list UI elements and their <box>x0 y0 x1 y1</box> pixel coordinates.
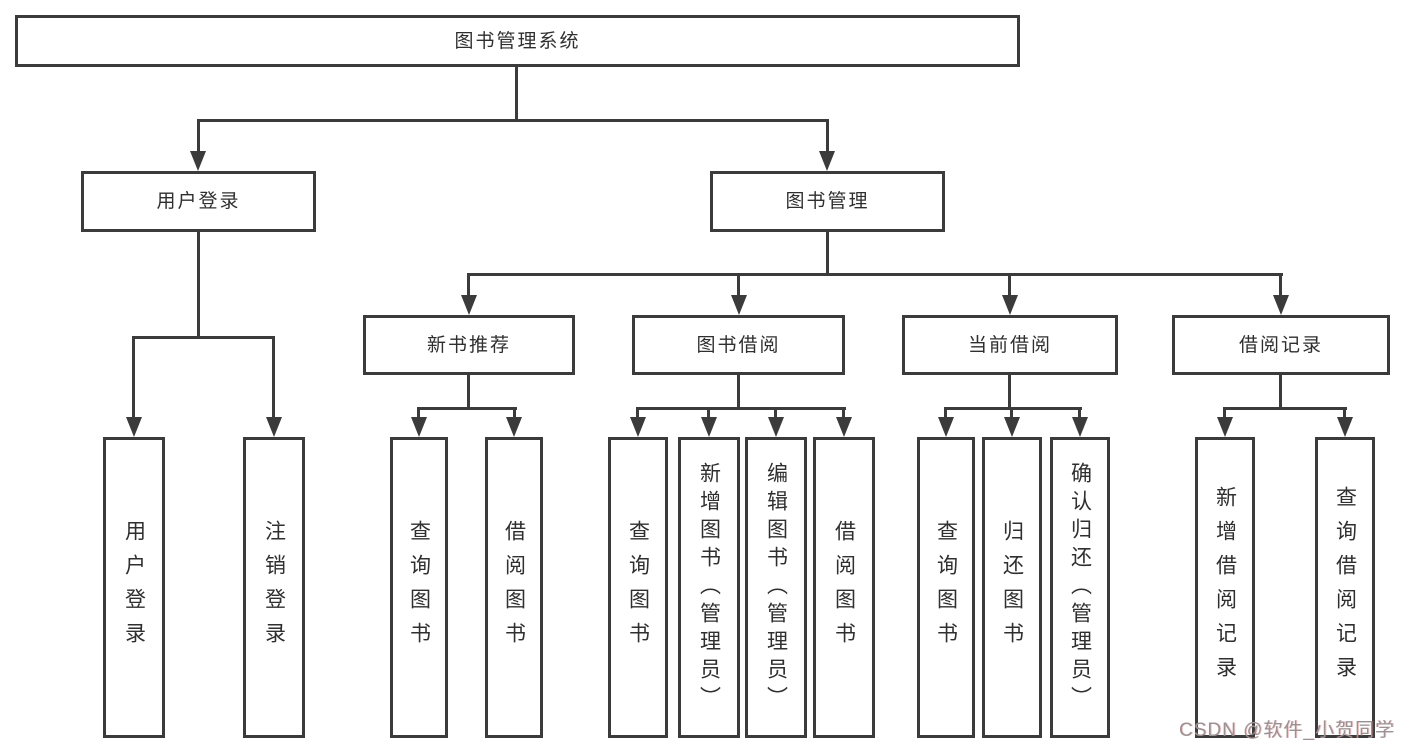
connector-line <box>467 273 1283 276</box>
arrowhead <box>768 417 784 437</box>
node-current-borrowing: 当前借阅 <box>902 315 1118 375</box>
leaf-logout-label: 注销登录 <box>262 519 286 656</box>
leaf-user-login: 用户登录 <box>103 437 165 738</box>
connector-line <box>1279 273 1282 298</box>
connector-line <box>1008 375 1011 407</box>
leaf-cb-return-books: 归还图书 <box>982 437 1042 738</box>
connector-line <box>842 407 845 421</box>
arrowhead <box>701 417 717 437</box>
connector-line <box>707 407 710 421</box>
node-user-login: 用户登录 <box>81 171 316 232</box>
connector-line <box>417 407 420 421</box>
connector-line <box>197 119 200 157</box>
leaf-cb-return-books-label: 归还图书 <box>1000 519 1024 656</box>
connector-line <box>1223 407 1347 410</box>
leaf-user-login-label: 用户登录 <box>122 519 146 656</box>
leaf-bb-edit-books-admin-label: 编辑图书（管理员） <box>764 461 788 714</box>
connector-line <box>737 375 740 407</box>
leaf-cb-confirm-return-admin: 确认归还（管理员） <box>1050 437 1110 738</box>
leaf-cb-confirm-return-admin-label: 确认归还（管理员） <box>1068 461 1092 714</box>
connector-line <box>197 119 829 122</box>
leaf-bb-edit-books-admin: 编辑图书（管理员） <box>745 437 807 738</box>
node-borrow-records-label: 借阅记录 <box>1238 334 1323 356</box>
node-book-borrowing-label: 图书借阅 <box>696 334 781 356</box>
node-root-label: 图书管理系统 <box>454 30 581 52</box>
connector-line <box>272 336 275 421</box>
arrowhead <box>1072 417 1088 437</box>
connector-line <box>467 375 470 407</box>
node-new-book-recommend-label: 新书推荐 <box>426 334 511 356</box>
connector-line <box>132 336 135 421</box>
leaf-nbr-borrow-books: 借阅图书 <box>485 437 543 738</box>
connector-line <box>1279 375 1282 407</box>
leaf-bb-query-books: 查询图书 <box>608 437 668 738</box>
connector-line <box>944 407 947 421</box>
connector-line <box>467 273 470 298</box>
connector-line <box>515 67 518 119</box>
leaf-br-query-record-label: 查询借阅记录 <box>1333 485 1357 690</box>
connector-line <box>826 119 829 157</box>
arrowhead <box>1004 417 1020 437</box>
leaf-br-add-record-label: 新增借阅记录 <box>1213 485 1237 690</box>
leaf-bb-add-books-admin-label: 新增图书（管理员） <box>697 461 721 714</box>
connector-line <box>636 407 846 410</box>
leaf-nbr-query-books: 查询图书 <box>390 437 448 738</box>
arrowhead <box>630 417 646 437</box>
node-book-borrowing: 图书借阅 <box>632 315 845 375</box>
leaf-cb-query-books-label: 查询图书 <box>934 519 958 656</box>
connector-line <box>737 273 740 298</box>
node-borrow-records: 借阅记录 <box>1172 315 1390 375</box>
arrowhead <box>461 295 477 315</box>
leaf-bb-query-books-label: 查询图书 <box>626 519 650 656</box>
arrowhead <box>1273 295 1289 315</box>
connector-line <box>1343 407 1346 421</box>
arrowhead <box>731 295 747 315</box>
leaf-nbr-query-books-label: 查询图书 <box>407 519 431 656</box>
connector-line <box>513 407 516 421</box>
arrowhead <box>836 417 852 437</box>
arrowhead <box>1002 295 1018 315</box>
connector-line <box>1010 407 1013 421</box>
arrowhead <box>190 151 206 171</box>
arrowhead <box>1337 417 1353 437</box>
arrowhead <box>938 417 954 437</box>
connector-line <box>1078 407 1081 421</box>
node-user-login-label: 用户登录 <box>156 191 241 212</box>
leaf-cb-query-books: 查询图书 <box>917 437 975 738</box>
leaf-logout: 注销登录 <box>243 437 305 738</box>
connector-line <box>944 407 1082 410</box>
leaf-bb-borrow-books-label: 借阅图书 <box>832 519 856 656</box>
arrowhead <box>266 417 282 437</box>
connector-line <box>636 407 639 421</box>
arrowhead <box>126 417 142 437</box>
leaf-bb-add-books-admin: 新增图书（管理员） <box>678 437 740 738</box>
connector-line <box>132 336 275 339</box>
arrowhead <box>411 417 427 437</box>
connector-line <box>1008 273 1011 298</box>
arrowhead <box>1217 417 1233 437</box>
node-root: 图书管理系统 <box>15 15 1020 67</box>
leaf-br-query-record: 查询借阅记录 <box>1315 437 1375 738</box>
connector-line <box>197 232 200 336</box>
leaf-bb-borrow-books: 借阅图书 <box>813 437 875 738</box>
node-book-management-label: 图书管理 <box>785 191 870 212</box>
connector-line <box>774 407 777 421</box>
arrowhead <box>506 417 522 437</box>
watermark: CSDN @软件_小贺同学 <box>1179 720 1395 741</box>
leaf-br-add-record: 新增借阅记录 <box>1195 437 1255 738</box>
connector-line <box>417 407 517 410</box>
node-new-book-recommend: 新书推荐 <box>363 315 575 375</box>
connector-line <box>1223 407 1226 421</box>
arrowhead <box>819 151 835 171</box>
leaf-nbr-borrow-books-label: 借阅图书 <box>502 519 526 656</box>
connector-line <box>826 232 829 273</box>
node-current-borrowing-label: 当前借阅 <box>967 334 1052 356</box>
node-book-management: 图书管理 <box>710 171 945 232</box>
